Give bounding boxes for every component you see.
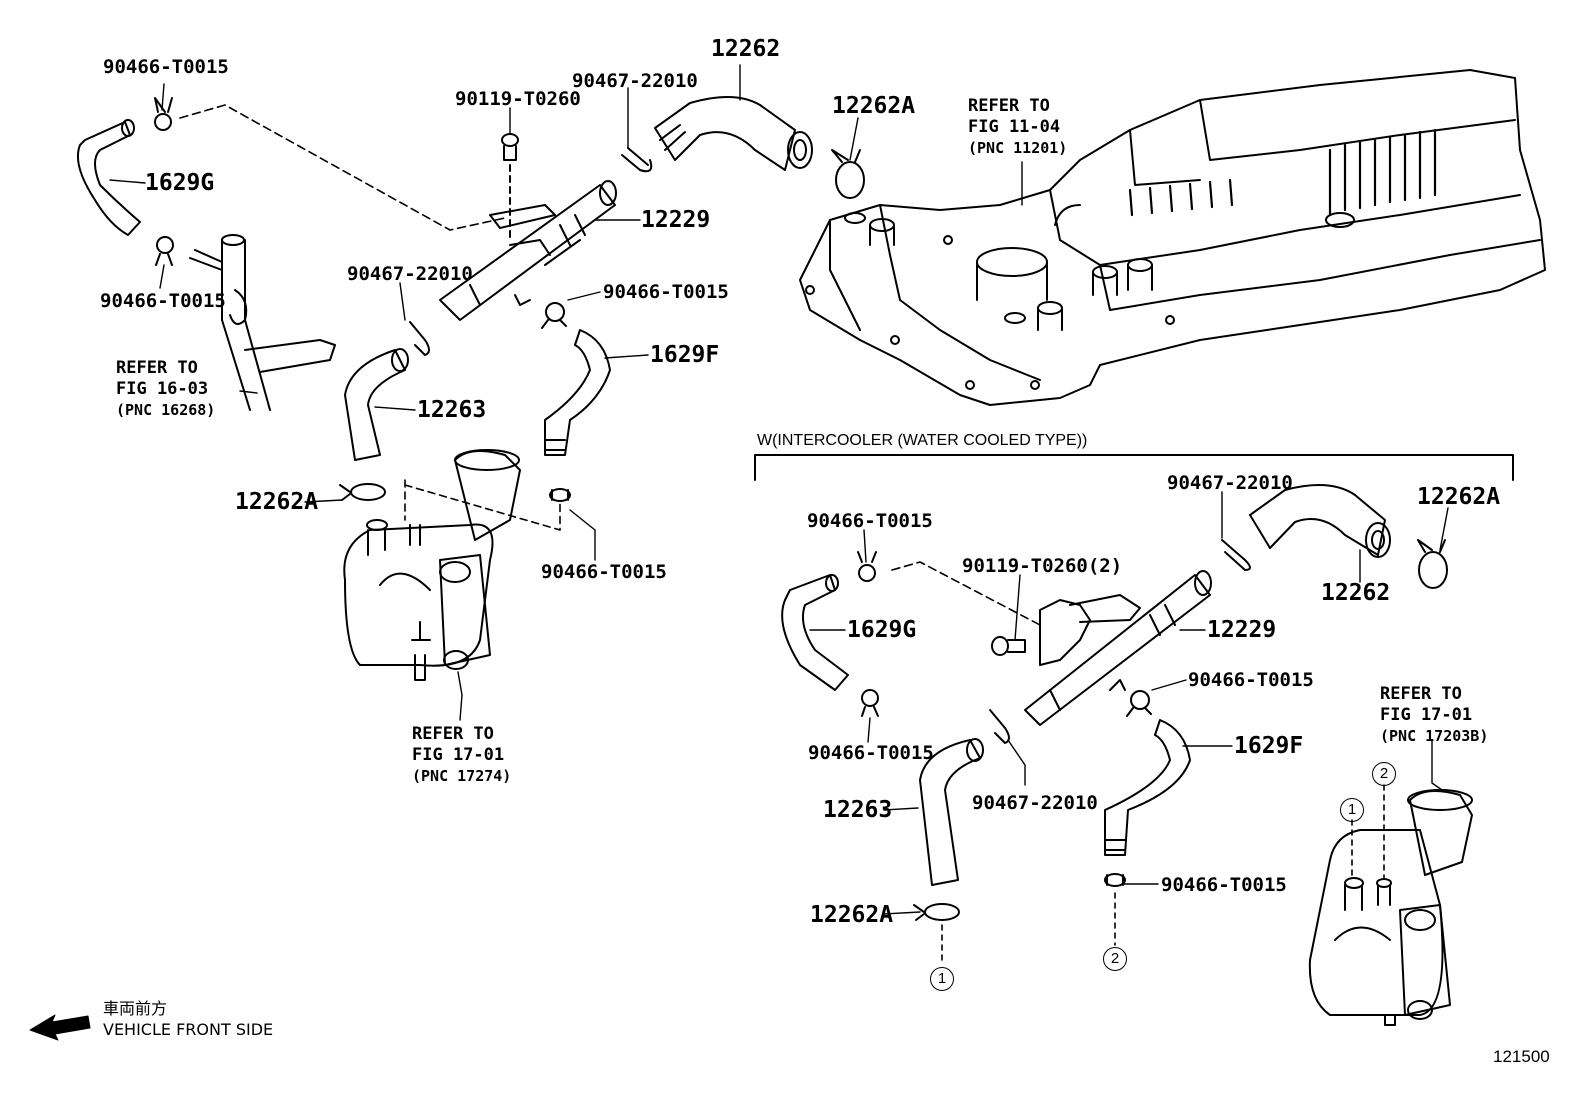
clamp-left-mid [541,302,567,329]
label-clamp-left-lower: 90466-T0015 [100,290,226,312]
clamp-right-top [857,551,877,582]
label-plug-12262a-right-top: 12262A [1417,484,1501,510]
label-refer-engine: REFER TO FIG 11-04 (PNC 11201) [968,96,1067,159]
label-bolt-right: 90119-T0260(2) [962,555,1123,577]
water-housing-left [343,449,521,681]
label-plug-12262a-left-top: 12262A [832,93,916,119]
section-title: W(INTERCOOLER (WATER COOLED TYPE)) [757,432,1088,449]
label-clip-right-top: 90467-22010 [1167,472,1293,494]
refer-pipe-line1: REFER TO [116,358,198,378]
refer-housing-right-line1: REFER TO [1380,684,1462,704]
marker-2-bottom: 2 [1103,947,1127,971]
clip-90467-left-mid [409,321,430,356]
label-plug-12262a-left-bottom: 12262A [235,489,319,515]
label-hose-1629g-right: 1629G [847,617,917,643]
vehicle-front-jp: 車両前方 [103,999,168,1018]
clamp-left-lower [155,236,174,266]
refer-engine-line1: REFER TO [968,96,1050,116]
label-refer-housing-right: REFER TO FIG 17-01 (PNC 17203B) [1380,684,1488,747]
leader-lines-right [809,491,1449,915]
leader-lines-left [109,64,1023,721]
clamp-right-mid [1126,690,1152,717]
label-refer-housing-left: REFER TO FIG 17-01 (PNC 17274) [412,724,511,787]
clamp-left-top [154,97,173,131]
label-clip-left-mid: 90467-22010 [347,263,473,285]
refer-housing-left-line2: FIG 17-01 [412,745,505,765]
section-bracket [754,454,1514,481]
label-refer-pipe: REFER TO FIG 16-03 (PNC 16268) [116,358,215,421]
hose-1629f-left [544,329,611,456]
label-hose-12263-right: 12263 [823,797,893,823]
plug-12262a-left-bottom [339,483,386,501]
hose-1629g-left [76,119,141,236]
clip-90467-right-top [1221,539,1251,571]
label-clamp-left-mid: 90466-T0015 [603,281,729,303]
dashed-guide-right [891,561,1041,626]
label-clamp-right-lower: 90466-T0015 [808,742,934,764]
label-hose-1629g-left: 1629G [145,170,215,196]
label-hose-12262-right: 12262 [1321,580,1391,606]
clip-90467-right-mid [989,709,1010,744]
label-hose-1629f-right: 1629F [1234,733,1304,759]
plug-12262a-left-top [831,149,865,199]
pipe-refer-16-03 [189,234,336,411]
pipe-12229-left [439,180,617,321]
refer-engine-line3: (PNC 11201) [968,139,1068,157]
clamp-right-lower [861,689,879,717]
label-clamp-left-bottom: 90466-T0015 [541,561,667,583]
label-hose-12262-left: 12262 [711,36,781,62]
clip-90467-left-top [621,147,653,173]
vehicle-front-label: 車両前方 VEHICLE FRONT SIDE [103,998,273,1040]
bolt-90119-right [991,636,1026,656]
refer-housing-left-line1: REFER TO [412,724,494,744]
label-clamp-right-top: 90466-T0015 [807,510,933,532]
vehicle-front-en: VEHICLE FRONT SIDE [103,1020,274,1039]
label-clamp-right-bottom: 90466-T0015 [1161,874,1287,896]
plug-12262a-right-bottom [913,903,960,921]
label-pipe-12229-right: 12229 [1207,617,1277,643]
clamp-left-bottom [549,488,571,502]
label-clamp-right-mid: 90466-T0015 [1188,669,1314,691]
hose-12263-left [344,348,409,461]
hose-12262-right [1249,484,1391,558]
label-hose-1629f-left: 1629F [650,342,720,368]
hose-1629g-right [781,574,849,691]
refer-pipe-line3: (PNC 16268) [116,401,216,419]
engine-cylinder-head [799,69,1546,406]
marker-1-housing: 1 [1340,798,1364,822]
plug-12262a-right-top [1417,539,1448,589]
dashed-guide-left [179,104,506,231]
refer-engine-line2: FIG 11-04 [968,117,1061,137]
hose-12263-right [919,738,984,886]
hose-12262-left [654,95,813,171]
label-plug-12262a-right-bottom: 12262A [810,902,894,928]
marker-2-housing: 2 [1372,762,1396,786]
refer-housing-right-line3: (PNC 17203B) [1380,727,1489,745]
front-arrow-icon [29,1014,91,1041]
dashed-guide-left-lower [404,479,561,531]
pipe-12229-right [1024,570,1212,726]
label-bolt-left: 90119-T0260 [455,88,581,110]
label-clip-right-mid: 90467-22010 [972,792,1098,814]
water-housing-right [1308,789,1473,1026]
hose-1629f-right [1104,719,1191,856]
refer-housing-left-line3: (PNC 17274) [412,767,512,785]
label-hose-12263-left: 12263 [417,397,487,423]
marker-1-bottom: 1 [930,967,954,991]
label-clip-left-top: 90467-22010 [572,70,698,92]
label-clamp-left-top: 90466-T0015 [103,56,229,78]
refer-pipe-line2: FIG 16-03 [116,379,209,399]
diagram-code: 121500 [1493,1047,1550,1066]
refer-housing-right-line2: FIG 17-01 [1380,705,1473,725]
label-pipe-12229-left: 12229 [641,207,711,233]
